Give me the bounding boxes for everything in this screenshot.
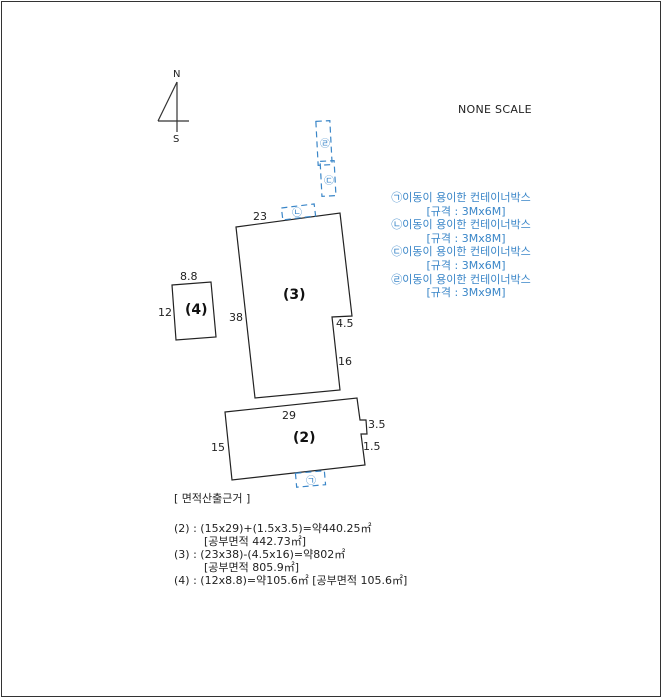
container-3-mark: ㉢: [324, 175, 334, 187]
legend-item-4: ㉣이동이 용이한 컨테이너박스: [391, 272, 531, 286]
calc-building-3-registered: [공부면적 805.9㎡]: [204, 561, 300, 574]
legend-item-2-spec: [규격 : 3Mx8M]: [426, 231, 506, 245]
legend-item-3-spec: [규격 : 3Mx6M]: [426, 258, 506, 272]
legend-item-2: ㉡이동이 용이한 컨테이너박스: [391, 218, 531, 232]
building-2-label: (2): [293, 430, 316, 446]
calc-building-2-registered: [공부면적 442.73㎡]: [204, 535, 307, 548]
area-calculation-title: [ 면적산출근거 ]: [174, 492, 251, 505]
dim-building-4-top: 8.8: [180, 270, 198, 283]
dim-building-4-left: 12: [158, 306, 172, 319]
compass-south-label: S: [173, 134, 180, 145]
legend-item-3: ㉢이동이 용이한 컨테이너박스: [391, 245, 531, 259]
legend-item-4-spec: [규격 : 3Mx9M]: [426, 286, 506, 300]
dim-building-3-notch-right: 16: [338, 355, 352, 368]
building-4-outline: [171, 281, 217, 341]
container-4-outline: [315, 120, 333, 166]
calc-building-4-formula: (4) : (12x8.8)=약105.6㎡ [공부면적 105.6㎡]: [174, 574, 408, 587]
container-1-outline: [294, 470, 327, 488]
building-3-label: (3): [283, 287, 306, 303]
legend-item-1-spec: [규격 : 3Mx6M]: [426, 204, 506, 218]
calc-building-3-formula: (3) : (23x38)-(4.5x16)=약802㎡: [174, 548, 346, 561]
legend-item-1: ㉠이동이 용이한 컨테이너박스: [391, 191, 531, 204]
container-2-mark: ㉡: [292, 207, 302, 219]
building-4-label: (4): [185, 302, 208, 318]
calc-building-2-formula: (2) : (15x29)+(1.5x3.5)=약440.25㎡: [174, 522, 372, 535]
container-legend: ㉠이동이 용이한 컨테이너박스 [규격 : 3Mx6M] ㉡이동이 용이한 컨테…: [376, 191, 546, 300]
dim-building-3-notch-depth: 4.5: [336, 317, 354, 330]
building-2-outline: [224, 397, 368, 481]
dim-building-3-left: 38: [229, 311, 243, 324]
dim-building-3-top: 23: [253, 210, 267, 223]
north-arrow-icon: [157, 81, 189, 132]
container-4-mark: ㉣: [320, 138, 330, 150]
dim-building-2-notch-depth: 3.5: [368, 418, 386, 431]
dim-building-2-left: 15: [211, 441, 225, 454]
compass-north-label: N: [173, 69, 181, 80]
dim-building-2-top: 29: [282, 409, 296, 422]
building-3-outline: [235, 212, 353, 399]
container-3-outline: [319, 160, 337, 197]
container-1-mark: ㉠: [306, 475, 316, 487]
area-calculation: [ 면적산출근거 ] (2) : (15x29)+(1.5x3.5)=약440.…: [174, 492, 407, 587]
container-2-outline: [280, 203, 317, 221]
scale-note: NONE SCALE: [458, 103, 532, 116]
dim-building-2-notch-right: 1.5: [363, 440, 381, 453]
